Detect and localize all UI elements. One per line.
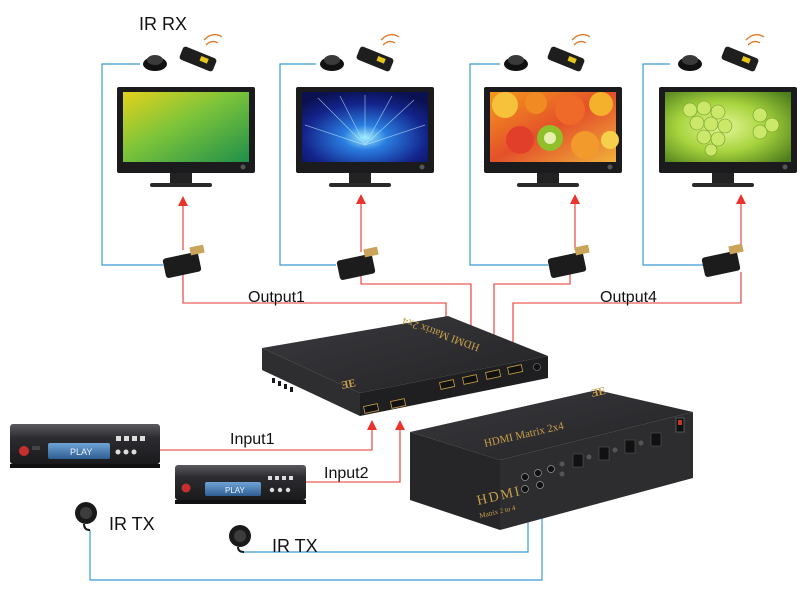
ir-tx-emitter-1 (75, 502, 97, 531)
fruit-slices (492, 92, 619, 159)
monitor-4 (659, 87, 797, 187)
ir-line-monitor-1 (101, 63, 163, 266)
hdmi-output3-line (493, 272, 571, 383)
remote-4 (721, 46, 759, 72)
rear-power-jack (533, 363, 541, 371)
input2-label: Input2 (324, 465, 369, 482)
hdmi-input1-line (160, 428, 373, 451)
matrix-device-front: HDMI Matrix 2x4 ƎE HDMI Matrix 2 to 4 (410, 385, 693, 530)
monitor-2 (296, 87, 434, 187)
ir-rx-1 (143, 55, 167, 71)
monitor-1-screen (123, 92, 249, 162)
front-device-logo: ƎE (590, 385, 607, 400)
source-player-1: PLAY (10, 424, 160, 468)
ir-line-tx-1 (89, 485, 543, 581)
hdmi-dongle-1 (162, 244, 205, 278)
player-2-power-icon (181, 483, 191, 493)
input1-label: Input1 (230, 431, 275, 448)
front-ir-jacks (521, 465, 555, 493)
grapes (682, 100, 780, 157)
ir-tx-label-2: IR TX (272, 536, 318, 556)
matrix-device-rear: HDMI Matrix 2x4 ƎE (262, 314, 548, 416)
front-device-top (410, 390, 693, 460)
player-2-display (205, 482, 261, 496)
rear-device-front (262, 348, 360, 416)
hdmi-dongle-4 (701, 243, 744, 277)
arrow-monitor-1 (178, 196, 188, 206)
hdmi-input2-line (306, 428, 401, 483)
ir-rx-3 (504, 55, 528, 71)
front-status-displays (572, 432, 662, 468)
rear-vents (272, 378, 293, 392)
remote-1 (179, 46, 217, 72)
ir-signal-arcs (203, 33, 765, 46)
ir-rx-4 (678, 55, 702, 71)
hdmi-wiring (160, 202, 742, 483)
rear-device-logo: ƎE (340, 377, 357, 392)
ir-line-monitor-2 (279, 63, 336, 266)
ir-rx-label: IR RX (139, 14, 187, 34)
arrow-monitor-4 (736, 194, 746, 204)
player-2-buttons (268, 476, 293, 493)
arrow-monitor-3 (570, 194, 580, 204)
player-1-display-text: PLAY (70, 447, 92, 457)
remote-2 (356, 46, 394, 72)
ir-tx-label-1: IR TX (109, 514, 155, 534)
hdmi-dongle-3 (547, 244, 590, 278)
output1-label: Output1 (248, 289, 305, 306)
rear-device-top (262, 316, 548, 393)
player-2-display-text: PLAY (225, 486, 246, 495)
arrow-monitor-2 (356, 194, 366, 204)
front-select-buttons (559, 440, 644, 477)
hdmi-output4-line (512, 272, 742, 380)
front-device-left (410, 432, 500, 530)
player-1-buttons (115, 436, 145, 455)
hdmi-dongle-2 (336, 246, 379, 280)
ir-tx-emitter-2 (229, 525, 251, 553)
monitor-1 (117, 87, 255, 187)
remote-3 (547, 46, 585, 72)
arrow-input-2 (395, 420, 405, 430)
source-player-2: PLAY (175, 465, 306, 504)
monitor-3 (484, 87, 622, 187)
hdmi-arrowheads (178, 194, 746, 430)
player-1-display (48, 443, 110, 459)
ir-wiring (89, 63, 703, 581)
front-device-panel (500, 412, 693, 530)
rear-input-ports (363, 398, 407, 414)
ir-line-monitor-4 (642, 63, 703, 266)
rear-output-ports (439, 364, 524, 390)
ir-line-monitor-3 (469, 63, 548, 266)
arrow-input-1 (367, 420, 377, 430)
output4-label: Output4 (600, 289, 657, 306)
ir-rx-2 (320, 55, 344, 71)
player-1-power-icon (19, 446, 29, 456)
